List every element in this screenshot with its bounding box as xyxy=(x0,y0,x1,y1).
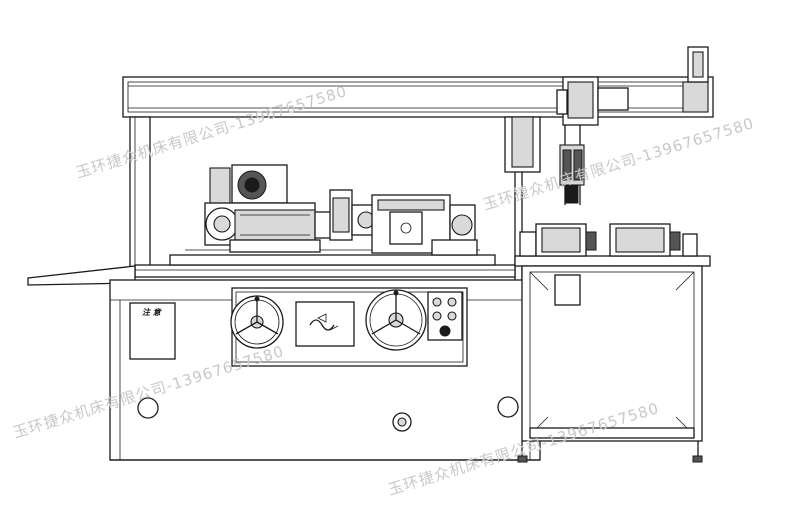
gantry-post-left xyxy=(129,116,151,273)
headstock xyxy=(204,164,334,253)
notice-label: 注 意 xyxy=(142,308,162,317)
grinding-wheel-head xyxy=(371,194,478,256)
notice-panel: 注 意 xyxy=(129,302,176,360)
port-left xyxy=(137,397,159,419)
machine-table xyxy=(134,249,516,278)
button-2[interactable] xyxy=(447,297,457,307)
indicator-plate xyxy=(295,301,355,347)
emergency-stop-button[interactable] xyxy=(439,325,451,337)
part-fixtures xyxy=(519,223,698,257)
button-panel xyxy=(427,291,463,341)
port-right xyxy=(497,396,519,418)
right-handwheel[interactable] xyxy=(365,289,427,351)
button-4[interactable] xyxy=(447,311,457,321)
button-3[interactable] xyxy=(432,311,442,321)
button-1[interactable] xyxy=(432,297,442,307)
robot-gripper-arm xyxy=(556,76,629,205)
left-handwheel[interactable] xyxy=(230,295,284,349)
loading-station-frame xyxy=(514,255,711,463)
